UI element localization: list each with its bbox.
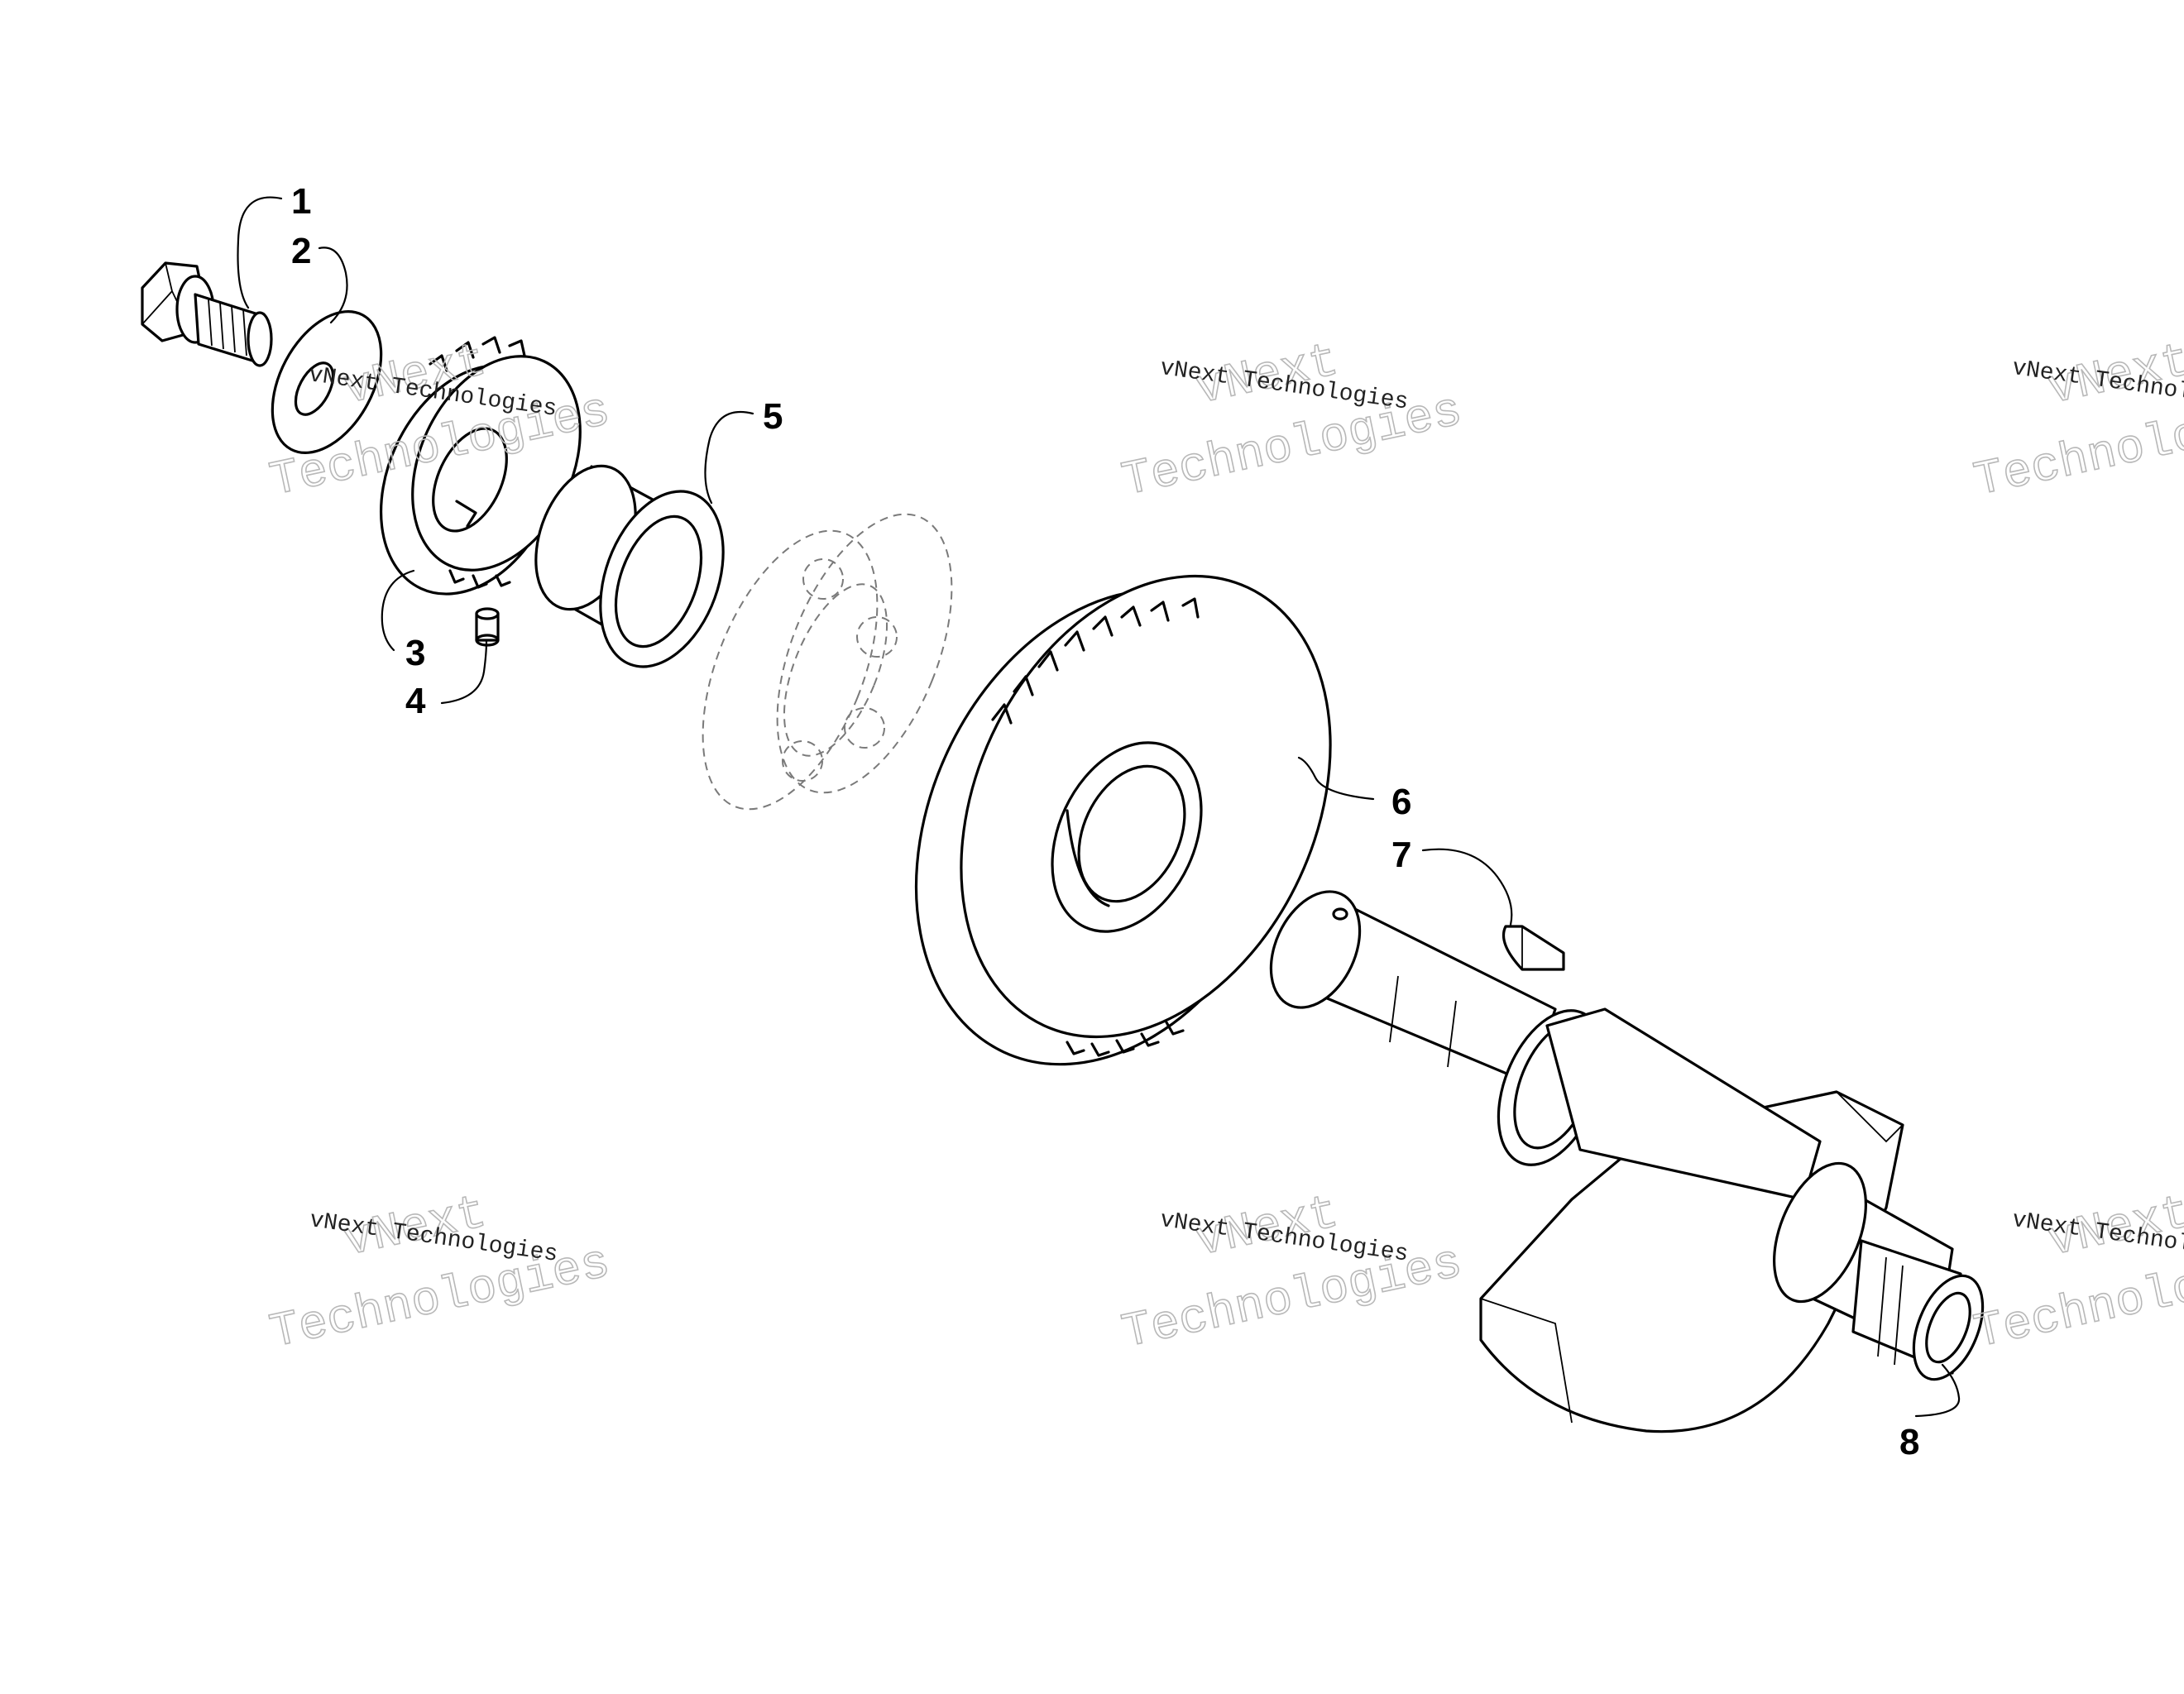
watermark-outline-b: Technologies [1118,1237,1467,1361]
watermark-top-right: vNext Technologies [1969,334,2184,510]
callout-6: 6 [1391,782,1411,822]
callout-5: 5 [763,396,783,437]
part-8-crankshaft [1269,890,1985,1433]
part-7-woodruff-key [1502,925,1565,971]
part-1-flange-bolt [141,261,273,367]
callout-leaders [237,196,1961,1418]
callout-7: 7 [1391,835,1411,875]
watermark-top-center: vNext Technologies [1117,334,1468,510]
watermark-outline-b: Technologies [266,1237,615,1361]
watermark-bottom-right: vNext Technologies [1969,1186,2184,1361]
phantom-bearing [702,513,953,811]
watermark-bottom-center: vNext Technologies [1117,1186,1468,1361]
callout-4: 4 [405,681,426,721]
callout-1: 1 [291,181,311,222]
part-6-large-gear [914,574,1332,1066]
watermark-bottom-left: vNext Technologies [265,1186,615,1361]
callout-8: 8 [1899,1422,1919,1462]
callout-3: 3 [405,633,425,673]
watermark-outline-b: Technologies [1118,385,1467,509]
callout-numbers: 1 2 3 4 5 6 7 8 [291,181,1919,1462]
part-4-dowel-pin [475,607,500,647]
part-5-bushing [534,464,725,668]
part-2-washer [271,310,383,454]
callout-2: 2 [291,231,311,271]
